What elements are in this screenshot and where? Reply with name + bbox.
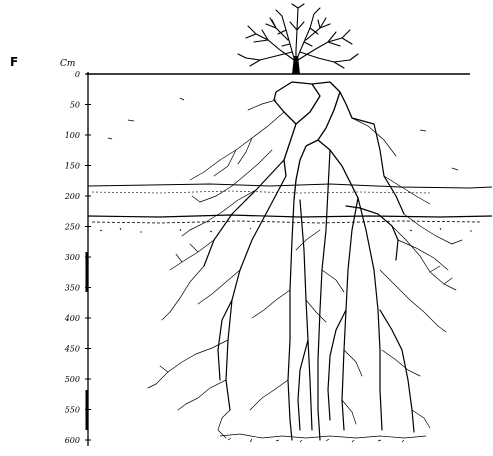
axis-tick-label: 50: [70, 101, 80, 110]
axis-tick-label: 100: [65, 131, 80, 140]
axis-tick-label: 600: [65, 436, 80, 445]
soil-horizons: [86, 74, 492, 232]
bottom-ground-marks: [220, 434, 426, 442]
axis-tick-label: 0: [75, 70, 80, 79]
axis-tick-label: 350: [65, 284, 80, 293]
axis-tick-label: 150: [65, 162, 80, 171]
soil-marks: [108, 98, 458, 170]
axis-tick-label: 300: [65, 253, 80, 262]
axis-tick-label: 450: [64, 345, 80, 354]
horizon-line-lower: [88, 215, 492, 217]
horizon-line-lower-2: [92, 221, 480, 223]
horizon-line-upper-2: [92, 191, 430, 193]
depth-axis: Cm 0 50 100 150 200 250 300 350 400 450 500 550 600: [60, 59, 91, 446]
horizon-stipple: [100, 228, 472, 232]
axis-unit-label: Cm: [60, 59, 75, 69]
axis-tick-label: 500: [65, 375, 80, 384]
axis-tick-label: 550: [65, 406, 80, 415]
horizon-line-upper: [88, 184, 492, 188]
root-crown: [274, 82, 374, 200]
axis-tick-label: 250: [64, 223, 80, 232]
corner-mark: F: [10, 55, 18, 69]
tree-trunk: [292, 56, 300, 74]
axis-tick-label: 200: [64, 192, 80, 201]
axis-tick-label: 400: [64, 314, 80, 323]
main-roots: [204, 124, 414, 440]
